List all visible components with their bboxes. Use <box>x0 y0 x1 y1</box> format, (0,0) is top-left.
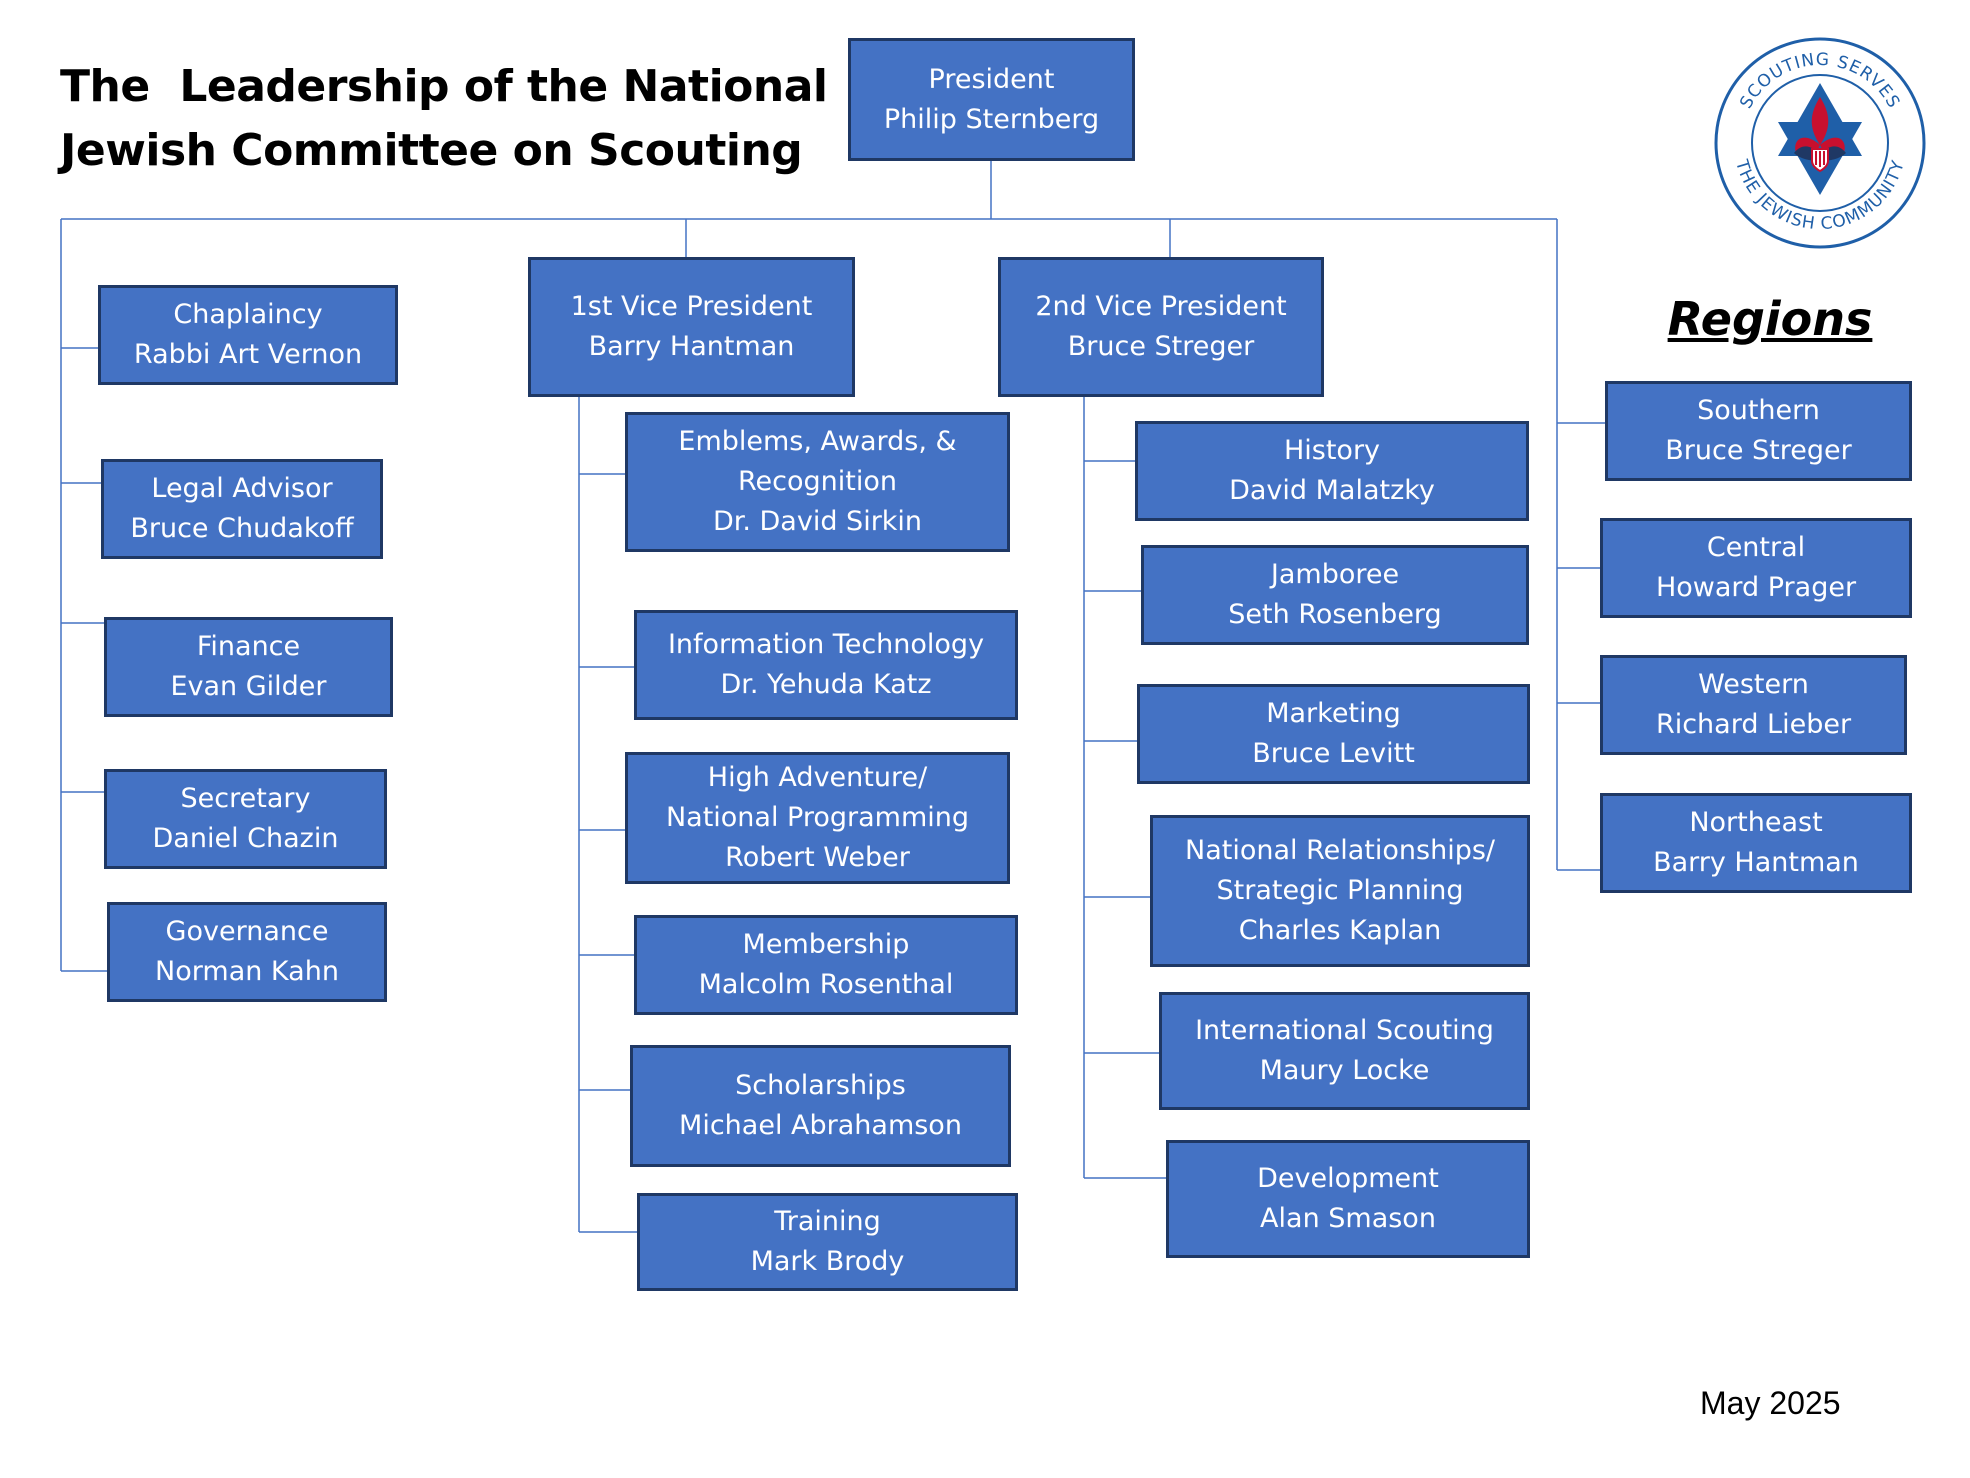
committee-box-development[interactable]: Development Alan Smason <box>1166 1140 1530 1258</box>
committee-line: Bruce Levitt <box>1252 738 1415 769</box>
staff-role: Governance <box>165 916 329 947</box>
committee-line: History <box>1283 435 1381 466</box>
chart-title: The Leadership of the National Jewish Co… <box>60 55 828 183</box>
region-name: Howard Prager <box>1655 572 1857 603</box>
region-role: Southern <box>1697 395 1820 426</box>
committee-line: Scholarships <box>735 1070 906 1101</box>
president-role: President <box>928 63 1055 95</box>
vp1-box[interactable]: 1st Vice President Barry Hantman <box>528 257 855 397</box>
region-name: Bruce Streger <box>1665 435 1852 466</box>
committee-line: High Adventure/ <box>707 762 928 793</box>
chart-date: May 2025 <box>1700 1385 1841 1421</box>
region-role: Northeast <box>1689 807 1823 838</box>
region-role: Western <box>1698 669 1809 700</box>
committee-line: National Relationships/ <box>1185 835 1495 866</box>
committee-line: Seth Rosenberg <box>1228 599 1442 630</box>
staff-role: Chaplaincy <box>173 299 323 330</box>
eagle-shield-icon <box>1794 146 1846 173</box>
committee-line: International Scouting <box>1195 1015 1494 1046</box>
committee-box-marketing[interactable]: Marketing Bruce Levitt <box>1137 684 1530 784</box>
vp2-box[interactable]: 2nd Vice President Bruce Streger <box>998 257 1324 397</box>
committee-line: Jamboree <box>1270 559 1400 590</box>
region-box-northeast[interactable]: Northeast Barry Hantman <box>1600 793 1912 893</box>
committee-line: Michael Abrahamson <box>679 1110 962 1141</box>
committee-line: Marketing <box>1266 698 1401 729</box>
committee-line: Charles Kaplan <box>1238 915 1442 946</box>
vp2-name: Bruce Streger <box>1067 331 1255 362</box>
committee-box-information-technology[interactable]: Information Technology Dr. Yehuda Katz <box>634 610 1018 720</box>
committee-box-national-relationships[interactable]: National Relationships/ Strategic Planni… <box>1150 815 1530 967</box>
region-name: Richard Lieber <box>1655 709 1852 740</box>
staff-role: Finance <box>196 631 301 662</box>
region-name: Barry Hantman <box>1653 847 1859 878</box>
committee-line: Malcolm Rosenthal <box>698 969 954 1000</box>
staff-box-governance[interactable]: Governance Norman Kahn <box>107 902 387 1002</box>
committee-line: Information Technology <box>667 629 985 660</box>
committee-line: Dr. Yehuda Katz <box>720 669 932 700</box>
committee-line: Development <box>1257 1163 1439 1194</box>
staff-role: Secretary <box>180 783 311 814</box>
staff-name: Rabbi Art Vernon <box>133 339 363 370</box>
scouting-serves-logo: SCOUTING SERVES THE JEWISH COMMUNITY <box>1714 37 1926 249</box>
title-line-2: Jewish Committee on Scouting <box>60 125 803 176</box>
committee-line: Strategic Planning <box>1216 875 1464 906</box>
president-box[interactable]: President Philip Sternberg <box>848 38 1135 161</box>
committee-box-jamboree[interactable]: Jamboree Seth Rosenberg <box>1141 545 1529 645</box>
committee-box-scholarships[interactable]: Scholarships Michael Abrahamson <box>630 1045 1011 1167</box>
committee-line: Recognition <box>738 466 897 497</box>
staff-box-chaplaincy[interactable]: Chaplaincy Rabbi Art Vernon <box>98 285 398 385</box>
region-box-southern[interactable]: Southern Bruce Streger <box>1605 381 1912 481</box>
staff-name: Norman Kahn <box>155 956 339 987</box>
committee-box-membership[interactable]: Membership Malcolm Rosenthal <box>634 915 1018 1015</box>
staff-box-secretary[interactable]: Secretary Daniel Chazin <box>104 769 387 869</box>
staff-name: Daniel Chazin <box>152 823 339 854</box>
committee-line: Training <box>774 1206 881 1237</box>
vp1-role: 1st Vice President <box>570 291 813 322</box>
committee-line: Maury Locke <box>1259 1055 1430 1086</box>
region-box-central[interactable]: Central Howard Prager <box>1600 518 1912 618</box>
president-name: Philip Sternberg <box>883 103 1100 135</box>
committee-line: David Malatzky <box>1229 475 1435 506</box>
staff-box-finance[interactable]: Finance Evan Gilder <box>104 617 393 717</box>
region-box-western[interactable]: Western Richard Lieber <box>1600 655 1907 755</box>
committee-line: Robert Weber <box>725 842 910 873</box>
staff-role: Legal Advisor <box>151 473 333 504</box>
committee-box-training[interactable]: Training Mark Brody <box>637 1193 1018 1291</box>
regions-heading: Regions <box>1667 292 1873 346</box>
vp1-name: Barry Hantman <box>588 331 795 362</box>
committee-box-high-adventure[interactable]: High Adventure/ National Programming Rob… <box>625 752 1010 884</box>
staff-name: Bruce Chudakoff <box>130 513 354 544</box>
committee-line: Membership <box>742 929 910 960</box>
committee-line: Mark Brody <box>750 1246 905 1277</box>
staff-box-legal-advisor[interactable]: Legal Advisor Bruce Chudakoff <box>101 459 383 559</box>
committee-line: Dr. David Sirkin <box>712 506 923 537</box>
committee-line: National Programming <box>665 802 970 833</box>
committee-box-emblems[interactable]: Emblems, Awards, & Recognition Dr. David… <box>625 412 1010 552</box>
committee-box-international-scouting[interactable]: International Scouting Maury Locke <box>1159 992 1530 1110</box>
committee-line: Emblems, Awards, & <box>678 426 957 457</box>
committee-box-history[interactable]: History David Malatzky <box>1135 421 1529 521</box>
staff-name: Evan Gilder <box>170 671 327 702</box>
title-line-1: The Leadership of the National <box>60 61 828 112</box>
committee-line: Alan Smason <box>1260 1203 1436 1234</box>
vp2-role: 2nd Vice President <box>1035 291 1287 322</box>
region-role: Central <box>1706 532 1806 563</box>
